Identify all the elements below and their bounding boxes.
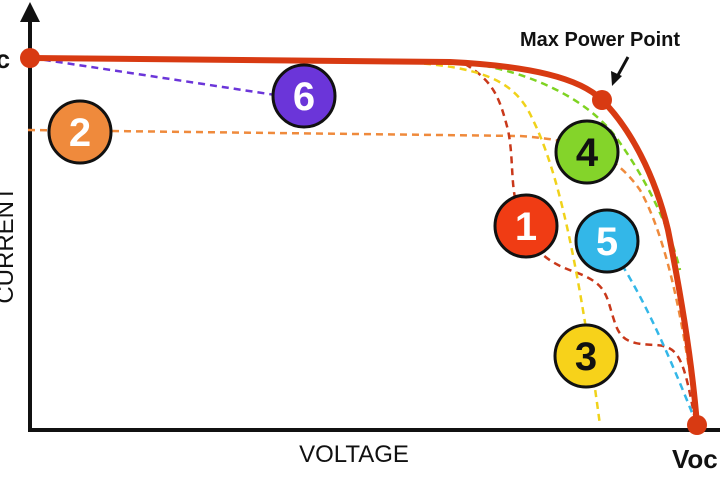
voc-label: Voc xyxy=(672,444,718,474)
badge-label-2: 2 xyxy=(69,111,91,155)
badge-circle-3 xyxy=(553,323,619,389)
badge-label-5: 5 xyxy=(596,220,618,264)
max-power-point-annotation: Max Power Point xyxy=(520,29,680,86)
main-iv-curve xyxy=(27,55,700,428)
y-axis-label: CURRENT xyxy=(0,186,19,304)
y-axis-arrow xyxy=(20,2,40,22)
badge-3: 3 xyxy=(553,323,619,389)
curve-3 xyxy=(399,60,602,426)
curve-5 xyxy=(620,264,699,426)
badge-label-3: 3 xyxy=(575,335,597,379)
badge-label-4: 4 xyxy=(576,131,599,175)
badge-circle-4 xyxy=(554,119,620,185)
x-axis-label: VOLTAGE xyxy=(299,441,409,468)
badge-circle-1 xyxy=(493,193,559,259)
badge-circle-5 xyxy=(574,208,640,274)
badge-1: 1 xyxy=(493,193,559,259)
badges: 1 2 3 4 5 6 xyxy=(47,63,640,389)
badge-4: 4 xyxy=(554,119,620,185)
curve-4 xyxy=(459,60,682,271)
badge-label-1: 1 xyxy=(515,205,537,249)
badge-label-6: 6 xyxy=(293,75,315,119)
max-power-point-marker xyxy=(592,90,612,110)
max-power-point-label: Max Power Point xyxy=(520,29,680,51)
badge-5: 5 xyxy=(574,208,640,274)
max-power-point-arrow-head xyxy=(611,71,622,86)
max-power-point-arrow-line xyxy=(615,56,630,78)
isc-point xyxy=(20,48,40,68)
badge-6: 6 xyxy=(271,63,337,129)
badge-circle-2 xyxy=(47,99,113,165)
badge-circle-6 xyxy=(271,63,337,129)
curve-6 xyxy=(31,56,283,98)
badge-2: 2 xyxy=(47,99,113,165)
isc-label: Isc xyxy=(0,44,10,74)
axes xyxy=(20,2,720,432)
voc-point xyxy=(687,415,707,435)
